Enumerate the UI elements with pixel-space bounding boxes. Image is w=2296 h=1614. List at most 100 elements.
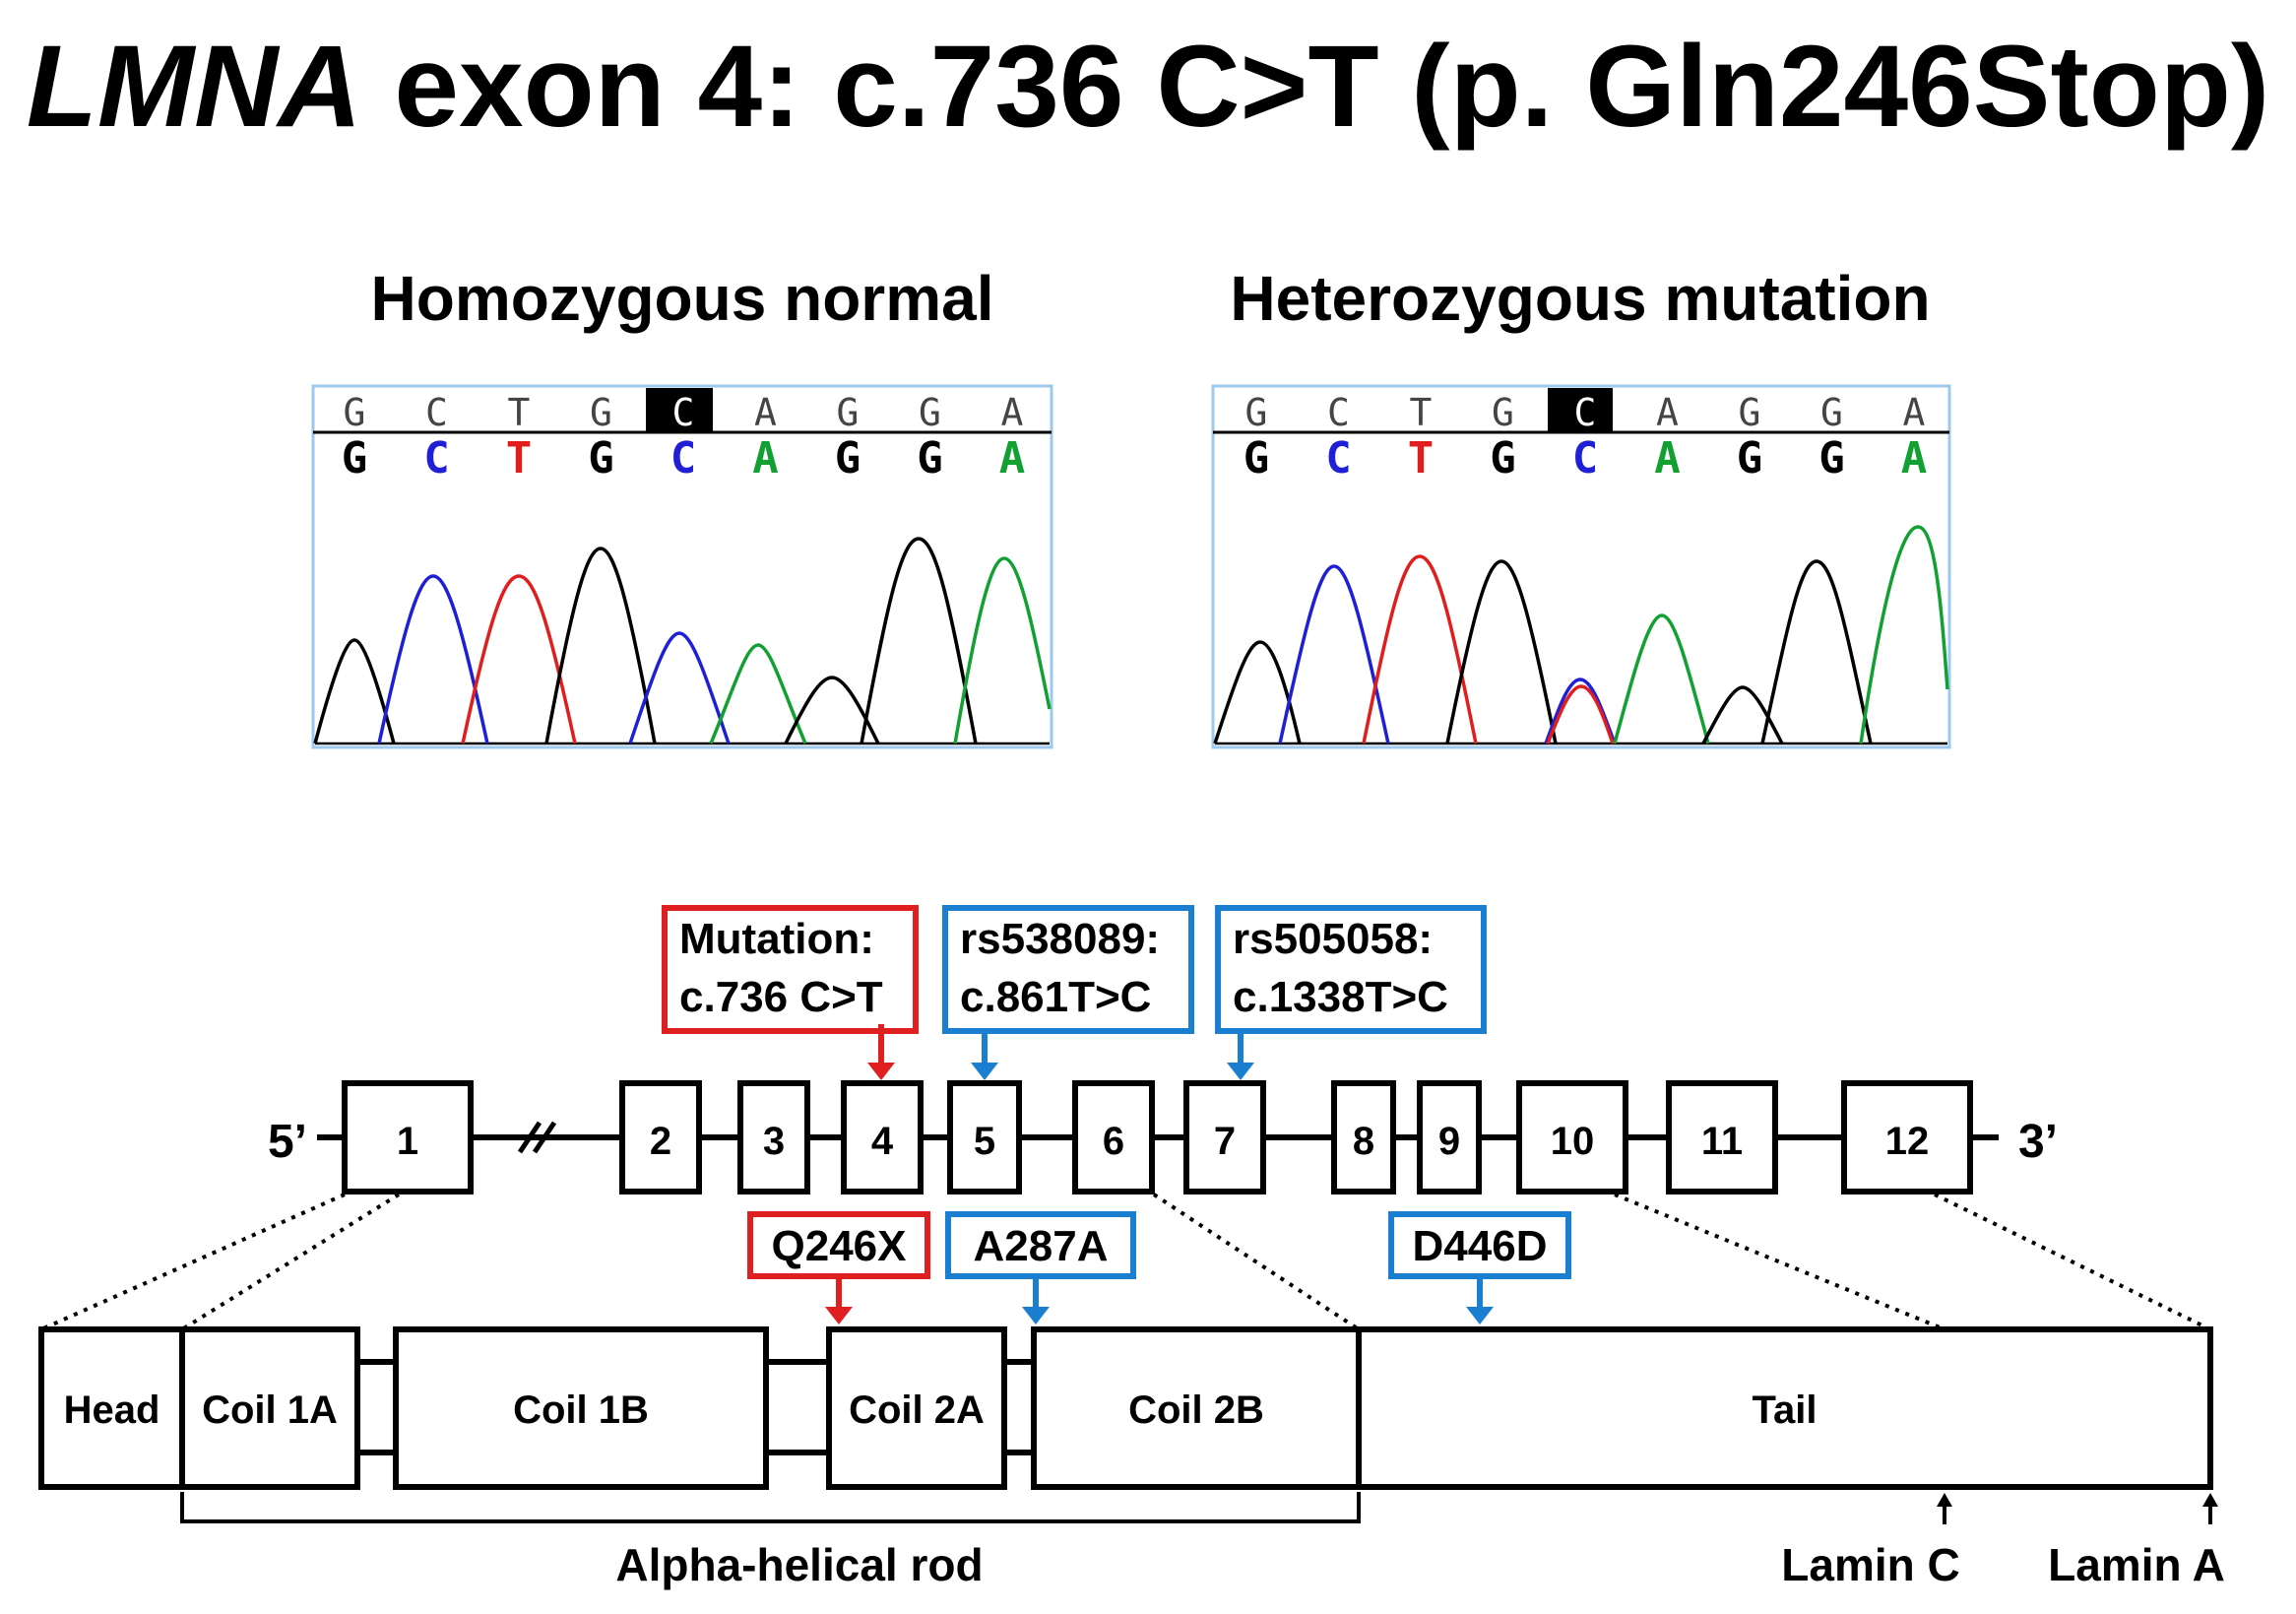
exon-box bbox=[1072, 1080, 1155, 1194]
trace-peaks bbox=[1213, 525, 1949, 744]
called-base: G bbox=[835, 433, 861, 484]
reference-base: G bbox=[1245, 391, 1268, 434]
reference-base: G bbox=[1820, 391, 1843, 434]
peak-g bbox=[1213, 640, 1302, 744]
exon-label: 8 bbox=[1353, 1120, 1374, 1163]
variant-callouts: Mutation:c.736 C>Trs538089:c.861T>Crs505… bbox=[662, 905, 1487, 1080]
exon-box bbox=[1516, 1080, 1628, 1194]
mutation-description: exon 4: c.736 C>T (p. Gln246Stop) bbox=[361, 22, 2270, 152]
callout-line-1: Mutation: bbox=[679, 915, 874, 963]
exon-box bbox=[1331, 1080, 1396, 1194]
callout-line-2: c.861T>C bbox=[960, 973, 1151, 1021]
peak-c bbox=[1278, 564, 1390, 744]
exon-box bbox=[1183, 1080, 1266, 1194]
callout-box bbox=[1388, 1211, 1571, 1279]
panel-heading-mutation: Heterozygous mutation bbox=[1230, 263, 1930, 334]
domain-box bbox=[179, 1326, 360, 1490]
peak-a bbox=[709, 643, 807, 744]
variant-callout: Mutation: c.736 C>T bbox=[662, 905, 919, 1080]
called-base: C bbox=[670, 433, 697, 484]
called-base: A bbox=[1654, 433, 1681, 484]
callout-arrow bbox=[971, 1032, 998, 1080]
reference-base: C bbox=[425, 391, 448, 434]
protein-callout: A287A bbox=[945, 1211, 1136, 1324]
callout-line-2: c.736 C>T bbox=[679, 973, 883, 1021]
trace-peaks bbox=[313, 537, 1052, 744]
called-base: C bbox=[1325, 433, 1352, 484]
callout-box bbox=[1215, 905, 1487, 1034]
exon-label: 2 bbox=[650, 1120, 671, 1163]
gene-name: LMNA bbox=[26, 22, 362, 152]
mapping-lines bbox=[40, 1193, 2211, 1331]
exon-label: 3 bbox=[763, 1120, 785, 1163]
exon-box bbox=[619, 1080, 702, 1194]
called-base: T bbox=[506, 433, 533, 484]
called-base: G bbox=[1737, 433, 1763, 484]
reference-base: A bbox=[754, 391, 777, 434]
callout-arrow bbox=[867, 1024, 895, 1080]
domain-box bbox=[826, 1326, 1007, 1490]
lamin-a-label: Lamin A bbox=[2048, 1539, 2225, 1590]
called-base: G bbox=[917, 433, 943, 484]
reference-base: G bbox=[837, 391, 860, 434]
callout-arrow bbox=[1022, 1278, 1050, 1324]
exon-label: 11 bbox=[1701, 1120, 1743, 1163]
called-base: C bbox=[423, 433, 450, 484]
called-base: G bbox=[1818, 433, 1845, 484]
exon-box bbox=[1417, 1080, 1482, 1194]
domain-label: Coil 1B bbox=[513, 1388, 649, 1432]
highlight-base bbox=[1548, 388, 1613, 432]
callout-line-2: c.1338T>C bbox=[1233, 973, 1448, 1021]
peak-g bbox=[1760, 559, 1873, 744]
exon-label: 6 bbox=[1103, 1120, 1124, 1163]
peak-a bbox=[1613, 613, 1710, 744]
highlight-base bbox=[646, 388, 713, 432]
called-base: G bbox=[342, 433, 368, 484]
reference-base: C bbox=[1327, 391, 1350, 434]
domain-box bbox=[1356, 1326, 2213, 1490]
callout-box bbox=[942, 905, 1194, 1034]
peak-g bbox=[544, 547, 657, 744]
lamin-c-arrow bbox=[1937, 1493, 1952, 1524]
lamin-a-arrow bbox=[2202, 1493, 2218, 1524]
callout-arrow bbox=[1227, 1032, 1254, 1080]
peak-a bbox=[953, 556, 1052, 744]
exon-box bbox=[342, 1080, 474, 1194]
exon-box bbox=[947, 1080, 1022, 1194]
callout-line-1: rs538089: bbox=[960, 915, 1160, 963]
exon-label: 7 bbox=[1214, 1120, 1236, 1163]
called-base: C bbox=[1572, 433, 1599, 484]
panel-heading-normal: Homozygous normal bbox=[371, 263, 994, 334]
reference-base: A bbox=[1903, 391, 1926, 434]
reference-base: G bbox=[919, 391, 941, 434]
reference-base: C bbox=[672, 391, 695, 434]
peak-c bbox=[628, 631, 731, 744]
called-base: T bbox=[1408, 433, 1435, 484]
peak-g bbox=[1445, 559, 1558, 744]
peak-c bbox=[377, 574, 489, 744]
called-base: A bbox=[752, 433, 779, 484]
callout-arrow bbox=[1466, 1278, 1494, 1324]
called-base: G bbox=[588, 433, 614, 484]
exon-label: 9 bbox=[1438, 1120, 1460, 1163]
reference-base: G bbox=[1739, 391, 1761, 434]
protein-callout: D446D bbox=[1388, 1211, 1571, 1324]
callout-label: Q246X bbox=[772, 1222, 907, 1270]
domain-label: Coil 2B bbox=[1128, 1388, 1264, 1432]
called-base: A bbox=[1901, 433, 1928, 484]
peak-t bbox=[461, 574, 577, 744]
reference-base: G bbox=[344, 391, 366, 434]
domain-box bbox=[393, 1326, 769, 1490]
variant-callout: rs538089: c.861T>C bbox=[942, 905, 1194, 1080]
figure-title: LMNA exon 4: c.736 C>T (p. Gln246Stop) bbox=[0, 20, 2296, 154]
rod-bracket bbox=[180, 1492, 1361, 1523]
exon-box bbox=[1666, 1080, 1778, 1194]
callout-label: D446D bbox=[1413, 1222, 1548, 1270]
exon-label: 10 bbox=[1551, 1120, 1595, 1163]
reference-base: T bbox=[508, 391, 531, 434]
peak-g bbox=[860, 537, 978, 744]
